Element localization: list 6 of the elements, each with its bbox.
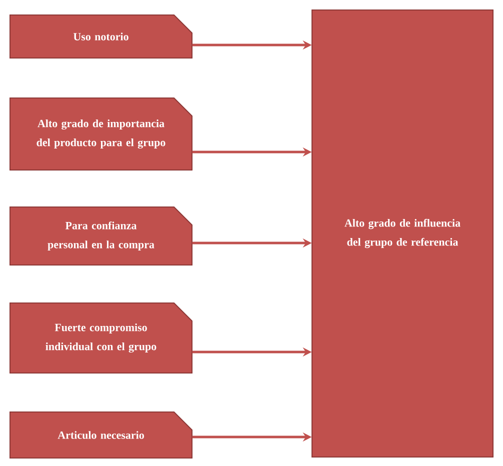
snipped-box: Fuerte compromiso individual con el grupo xyxy=(10,302,192,374)
process-box: Alto grado de influencia del grupo de referencia xyxy=(312,10,494,458)
snipped-box: Para confianza personal en la compra xyxy=(10,206,192,266)
snipped-box: Alto grado de importancia del producto para el grupo xyxy=(10,98,192,170)
snipped-box: Articulo necesario xyxy=(10,412,192,458)
snipped-box: Uso notorio xyxy=(10,14,192,58)
